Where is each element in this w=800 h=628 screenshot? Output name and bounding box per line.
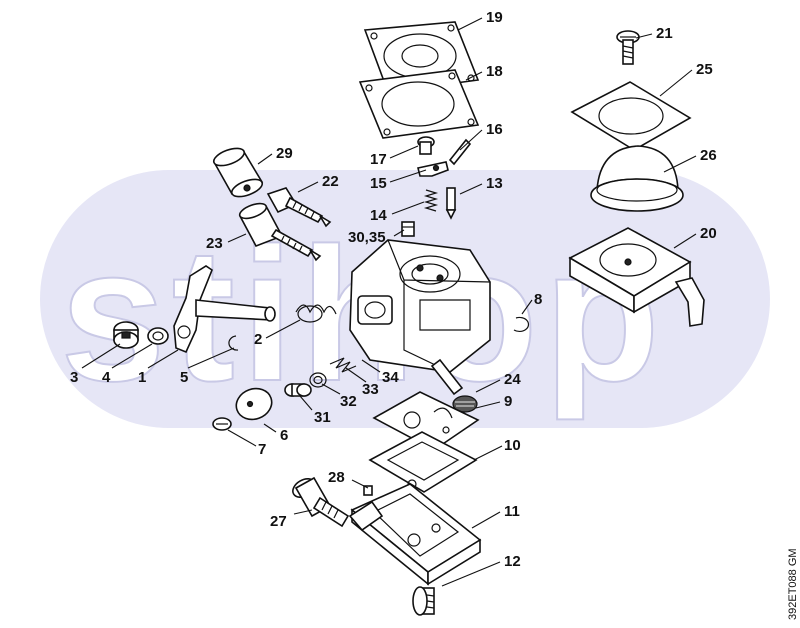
callouts: 19 18 16 17 15 13 14 30,35 29 22 23 21 2… — [70, 9, 717, 570]
part-22-adjusting-screw — [266, 187, 332, 228]
part-10-gasket — [368, 431, 478, 493]
part-17-screw — [417, 136, 435, 155]
part-5-e-clip — [228, 335, 239, 351]
callout-19: 19 — [486, 9, 503, 26]
callout-27: 27 — [270, 513, 287, 530]
part-8-e-clip — [513, 316, 530, 332]
part-24-filter-screen — [452, 395, 478, 413]
part-33-spring — [329, 357, 357, 373]
part-4-washer — [147, 327, 169, 345]
part-25-gasket — [570, 81, 692, 151]
callout-29: 29 — [276, 145, 293, 162]
callout-21: 21 — [656, 25, 673, 42]
callout-16: 16 — [486, 121, 503, 138]
part-31-plug — [284, 383, 312, 397]
callout-17: 17 — [370, 151, 387, 168]
part-21-screw — [616, 30, 640, 65]
part-15-lever — [417, 161, 449, 177]
callout-25: 25 — [696, 61, 713, 78]
callout-3: 3 — [70, 369, 78, 386]
callout-5: 5 — [180, 369, 188, 386]
callout-10: 10 — [504, 437, 521, 454]
part-30-35-plug — [401, 221, 415, 237]
part-12-screw — [412, 586, 435, 616]
callout-15: 15 — [370, 175, 387, 192]
callout-9: 9 — [504, 393, 512, 410]
callout-12: 12 — [504, 553, 521, 570]
callout-23: 23 — [206, 235, 223, 252]
callout-34: 34 — [382, 369, 399, 386]
part-2-torsion-spring — [295, 304, 337, 323]
callout-14: 14 — [370, 207, 387, 224]
part-11-pump-cover — [348, 483, 482, 586]
callout-1: 1 — [138, 369, 146, 386]
part-28-pin — [363, 485, 373, 496]
drawing-code: 392ET088 GM — [787, 548, 799, 620]
callout-7: 7 — [258, 441, 266, 458]
part-26-primer-bulb — [590, 145, 684, 212]
part-3-bushing — [113, 321, 139, 349]
callout-22: 22 — [322, 173, 339, 190]
callout-31: 31 — [314, 409, 331, 426]
callout-13: 13 — [486, 175, 503, 192]
part-14-spring — [423, 189, 439, 212]
callout-24: 24 — [504, 371, 521, 388]
callout-11: 11 — [504, 503, 520, 520]
part-7-screw — [212, 417, 232, 431]
callout-4: 4 — [102, 369, 111, 386]
callout-20: 20 — [700, 225, 717, 242]
carburetor-body — [349, 239, 491, 396]
callout-32: 32 — [340, 393, 357, 410]
callout-6: 6 — [280, 427, 288, 444]
part-13-inlet-needle — [445, 187, 457, 220]
part-29-limiter-cap — [212, 147, 264, 198]
part-20-primer-housing — [568, 227, 705, 327]
callout-28: 28 — [328, 469, 345, 486]
part-18-gasket — [358, 69, 480, 139]
leader-lines — [81, 17, 697, 587]
callout-8: 8 — [534, 291, 542, 308]
part-6-throttle-valve — [235, 387, 273, 421]
callout-33: 33 — [362, 381, 379, 398]
part-1-throttle-shaft — [173, 265, 276, 354]
callout-26: 26 — [700, 147, 717, 164]
part-32-o-ring — [309, 372, 327, 388]
part-27-fuel-fitting — [292, 476, 350, 528]
callout-18: 18 — [486, 63, 503, 80]
callout-30-35: 30,35 — [348, 229, 386, 246]
callout-2: 2 — [254, 331, 262, 348]
part-23-adjusting-screw — [238, 202, 322, 262]
